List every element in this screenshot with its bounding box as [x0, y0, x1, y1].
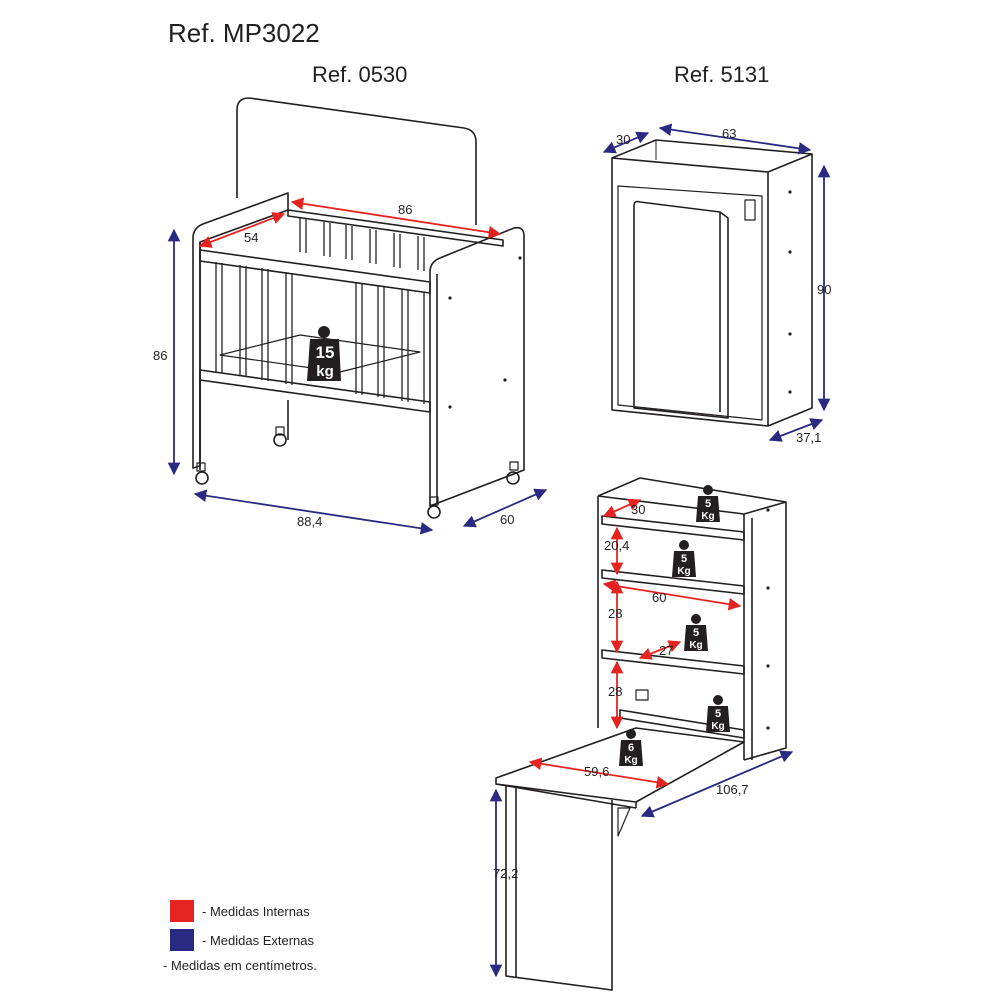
desk-weight-unit: Kg: [624, 755, 637, 766]
crib-back-frame: [236, 97, 477, 225]
crib-back-rail: [287, 209, 504, 247]
dim-crib-inner-length: 86: [398, 202, 413, 217]
cabinet-outline: [611, 139, 813, 427]
dim-desk-inner-width: 59,6: [584, 764, 610, 779]
legend-internal-swatch: [170, 900, 194, 922]
dim-crib-inner-width: 54: [244, 230, 259, 245]
dim-crib-depth: 60: [500, 512, 515, 527]
dim-cabinet-width: 63: [722, 126, 737, 141]
shelf-top-weight-unit: Kg: [701, 511, 714, 522]
shelf-3-weight-value: 5: [693, 627, 699, 639]
page-title: Ref. MP3022: [168, 18, 320, 48]
units-note: - Medidas em centímetros.: [163, 958, 317, 973]
crib-ref-label: Ref. 0530: [312, 62, 408, 87]
legend-external-swatch: [170, 929, 194, 951]
cabinet-folded-desk: [633, 200, 729, 419]
shelf-bottom-weight-value: 5: [715, 708, 721, 720]
cabinet-closed-dimension-lines: [602, 123, 831, 442]
dim-crib-length: 88,4: [297, 514, 323, 529]
dim-shelf-depth: 30: [631, 502, 646, 517]
legend-internal-label: - Medidas Internas: [202, 903, 310, 919]
shelf-top-weight-value: 5: [705, 498, 711, 510]
shelf-2-weight-unit: Kg: [677, 566, 690, 577]
dim-shelf-width: 60: [652, 590, 667, 605]
crib-slats: [215, 218, 425, 404]
crib-mattress-base: [219, 334, 421, 373]
crib-front-top-rail: [199, 249, 431, 294]
cabinet-open-drawing: [495, 477, 787, 991]
dim-desk-niche-depth: 27: [659, 643, 674, 658]
dim-shelf-gap-3: 28: [608, 684, 623, 699]
crib-weight-value: 15: [316, 343, 335, 362]
dim-shelf-gap-1: 20,4: [604, 538, 630, 553]
crib-weight-tag: 15 kg: [307, 326, 341, 381]
legend-internal: - Medidas Internas: [170, 900, 310, 922]
dim-desk-height: 72,2: [493, 866, 519, 881]
shelf-bottom-weight-tag: 5 Kg: [706, 695, 730, 732]
cabinet-ref-label: Ref. 5131: [674, 62, 770, 87]
legend-external: - Medidas Externas: [170, 929, 314, 951]
dim-desk-total-depth: 106,7: [716, 782, 749, 797]
cabinet-open-dimension-lines: [489, 498, 794, 978]
shelf-3-weight-tag: 5 Kg: [684, 614, 708, 651]
cabinet-closed-drawing: [611, 139, 813, 427]
dim-cabinet-depth: 30: [616, 132, 631, 147]
shelf-3-weight-unit: Kg: [689, 640, 702, 651]
shelf-bottom-weight-unit: Kg: [711, 721, 724, 732]
crib-dimension-lines: [167, 197, 548, 535]
desk-weight-value: 6: [628, 742, 634, 754]
dim-crib-height: 86: [153, 348, 168, 363]
desk-weight-tag: 6 Kg: [619, 729, 643, 766]
dim-shelf-gap-2: 28: [608, 606, 623, 621]
shelf-2-weight-tag: 5 Kg: [672, 540, 696, 577]
crib-weight-unit: kg: [316, 363, 334, 380]
shelf-1: [601, 515, 745, 541]
crib-drawing: [192, 97, 525, 519]
desk-leg-panel: [505, 786, 613, 991]
dim-cabinet-closed-depth: 37,1: [796, 430, 822, 445]
shelf-3: [601, 649, 745, 675]
shelf-2-weight-value: 5: [681, 553, 687, 565]
dim-cabinet-height: 90: [817, 282, 832, 297]
legend-external-label: - Medidas Externas: [202, 932, 314, 948]
shelf-top-weight-tag: 5 Kg: [696, 485, 720, 522]
crib-right-panel: [429, 226, 525, 507]
